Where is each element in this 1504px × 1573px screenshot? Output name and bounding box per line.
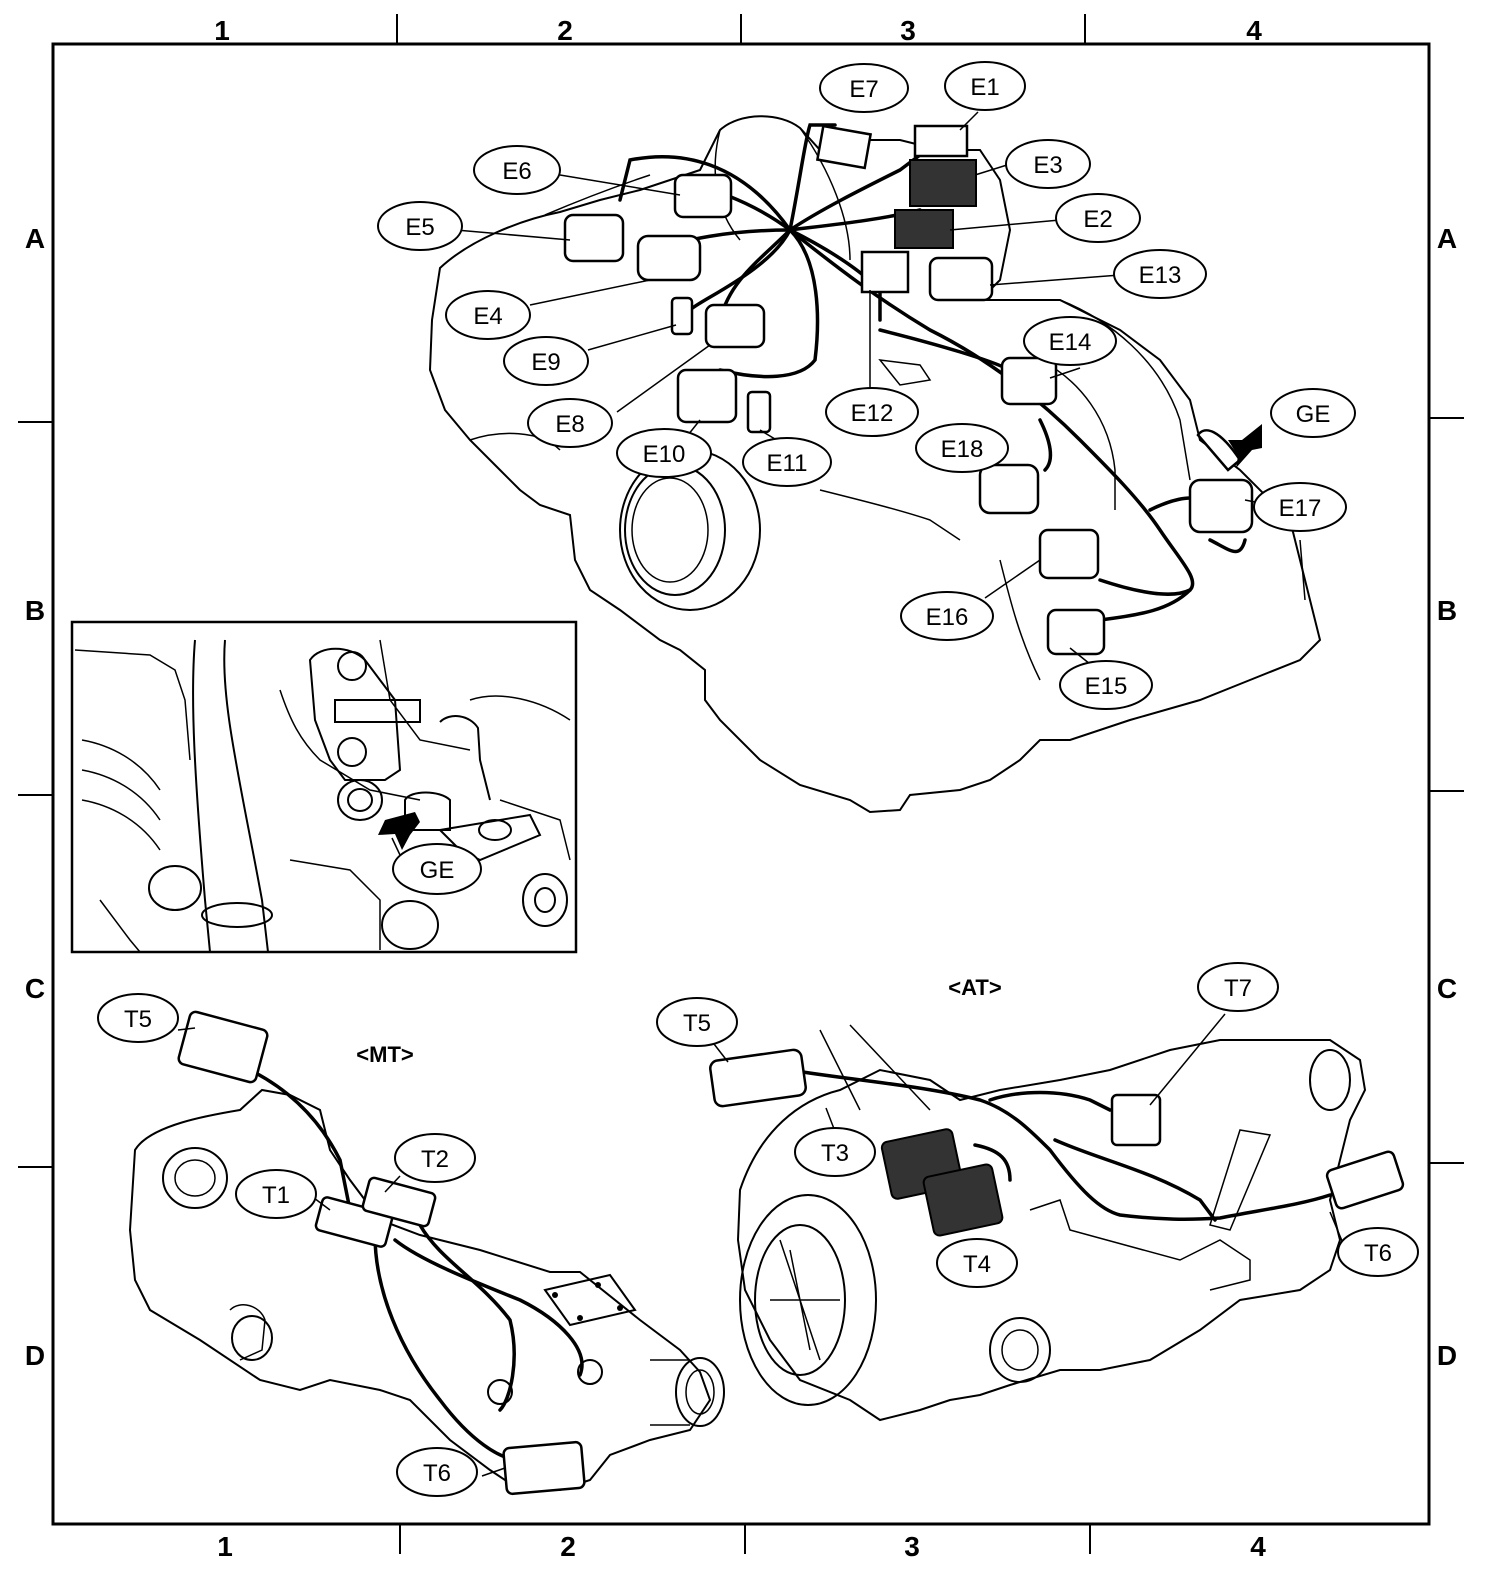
callout-ge: GE — [1296, 401, 1331, 428]
connector-e18 — [978, 463, 1040, 515]
grid-row-B-right: B — [1437, 595, 1457, 626]
callout-e17: E17 — [1279, 495, 1322, 522]
connector-e15 — [1046, 608, 1106, 656]
connector-e5 — [563, 213, 625, 263]
callout-e3: E3 — [1033, 152, 1062, 179]
grid-col-4-bottom: 4 — [1250, 1531, 1266, 1562]
grid-col-3-top: 3 — [900, 15, 916, 46]
callout-t1: T1 — [262, 1182, 290, 1209]
engine-connectors — [563, 124, 1262, 656]
connector-e3 — [909, 159, 977, 207]
callout-e14: E14 — [1049, 329, 1092, 356]
grid-row-D-left: D — [25, 1340, 45, 1371]
ground-terminal-ge — [1196, 429, 1242, 472]
connector-e2 — [894, 209, 954, 249]
grid-col-1-bottom: 1 — [217, 1531, 233, 1562]
row-ticks-left — [18, 421, 53, 1168]
connector-t2 — [361, 1176, 437, 1228]
connector-e17 — [1188, 478, 1254, 534]
connector-t5-at — [709, 1048, 807, 1108]
engine-callouts: E7 E1 E3 E2 E6 E5 E4 E9 E8 E10 E11 E12 E… — [377, 61, 1356, 710]
connector-t7 — [1110, 1093, 1162, 1147]
arrow-icon — [378, 812, 420, 850]
callout-t6-mt: T6 — [423, 1460, 451, 1487]
grid-row-A-right: A — [1437, 223, 1457, 254]
connector-e13 — [928, 256, 994, 302]
grid-col-4-top: 4 — [1246, 15, 1262, 46]
at-transmission: <AT> T5 T3 T7 T4 T6 — [656, 962, 1419, 1422]
callout-e9: E9 — [531, 349, 560, 376]
connector-t4 — [922, 1163, 1004, 1237]
callout-t3: T3 — [821, 1140, 849, 1167]
connector-e8 — [704, 303, 766, 349]
connector-e7 — [815, 124, 873, 170]
connector-e1 — [913, 124, 969, 158]
connector-t5-mt — [177, 1010, 269, 1084]
callout-t5-at: T5 — [683, 1010, 711, 1037]
callout-t7: T7 — [1224, 975, 1252, 1002]
grid-col-1-top: 1 — [214, 15, 230, 46]
callout-t2: T2 — [421, 1146, 449, 1173]
mt-transmission: <MT> T5 T2 T1 — [97, 993, 725, 1497]
grid-row-B-left: B — [25, 595, 45, 626]
connector-e16 — [1038, 528, 1100, 580]
connector-t6-mt — [502, 1440, 586, 1496]
grid-col-2-bottom: 2 — [560, 1531, 576, 1562]
engine-illustration — [428, 115, 1322, 814]
ground-detail-inset: GE — [70, 620, 578, 954]
callout-e4: E4 — [473, 303, 502, 330]
callout-ge-inset: GE — [420, 857, 455, 884]
callout-e10: E10 — [643, 441, 686, 468]
connector-e6 — [673, 173, 733, 219]
connector-e12 — [860, 250, 910, 294]
row-ticks-right — [1429, 417, 1464, 1164]
grid-col-2-top: 2 — [557, 15, 573, 46]
grid-row-A-left: A — [25, 223, 45, 254]
section-label-at: <AT> — [948, 975, 1001, 1000]
callout-e13: E13 — [1139, 262, 1182, 289]
callout-e5: E5 — [405, 214, 434, 241]
callout-e12: E12 — [851, 400, 894, 427]
callout-e11: E11 — [767, 450, 808, 477]
callout-t6-at: T6 — [1364, 1240, 1392, 1267]
callout-e16: E16 — [926, 604, 969, 631]
section-label-mt: <MT> — [356, 1042, 413, 1067]
connector-e4 — [636, 234, 702, 282]
callout-e18: E18 — [941, 436, 984, 463]
grid-row-C-left: C — [25, 973, 45, 1004]
column-ticks-top — [396, 14, 1086, 44]
callout-e6: E6 — [502, 158, 531, 185]
grid-row-D-right: D — [1437, 1340, 1457, 1371]
callout-e1: E1 — [970, 74, 999, 101]
callout-e2: E2 — [1083, 206, 1112, 233]
grid-col-3-bottom: 3 — [904, 1531, 920, 1562]
callout-t4: T4 — [963, 1251, 991, 1278]
connector-e10 — [676, 368, 738, 424]
connector-e14 — [1000, 356, 1058, 406]
callout-e8: E8 — [555, 411, 584, 438]
arrow-icon — [1228, 424, 1262, 468]
grid-row-C-right: C — [1437, 973, 1457, 1004]
connector-e9 — [670, 296, 694, 336]
column-ticks-bottom — [399, 1524, 1091, 1554]
callout-e7: E7 — [849, 76, 878, 103]
connector-e11 — [746, 390, 772, 434]
callout-t5-mt: T5 — [124, 1006, 152, 1033]
connector-t6-at — [1325, 1150, 1405, 1210]
callout-e15: E15 — [1085, 673, 1128, 700]
